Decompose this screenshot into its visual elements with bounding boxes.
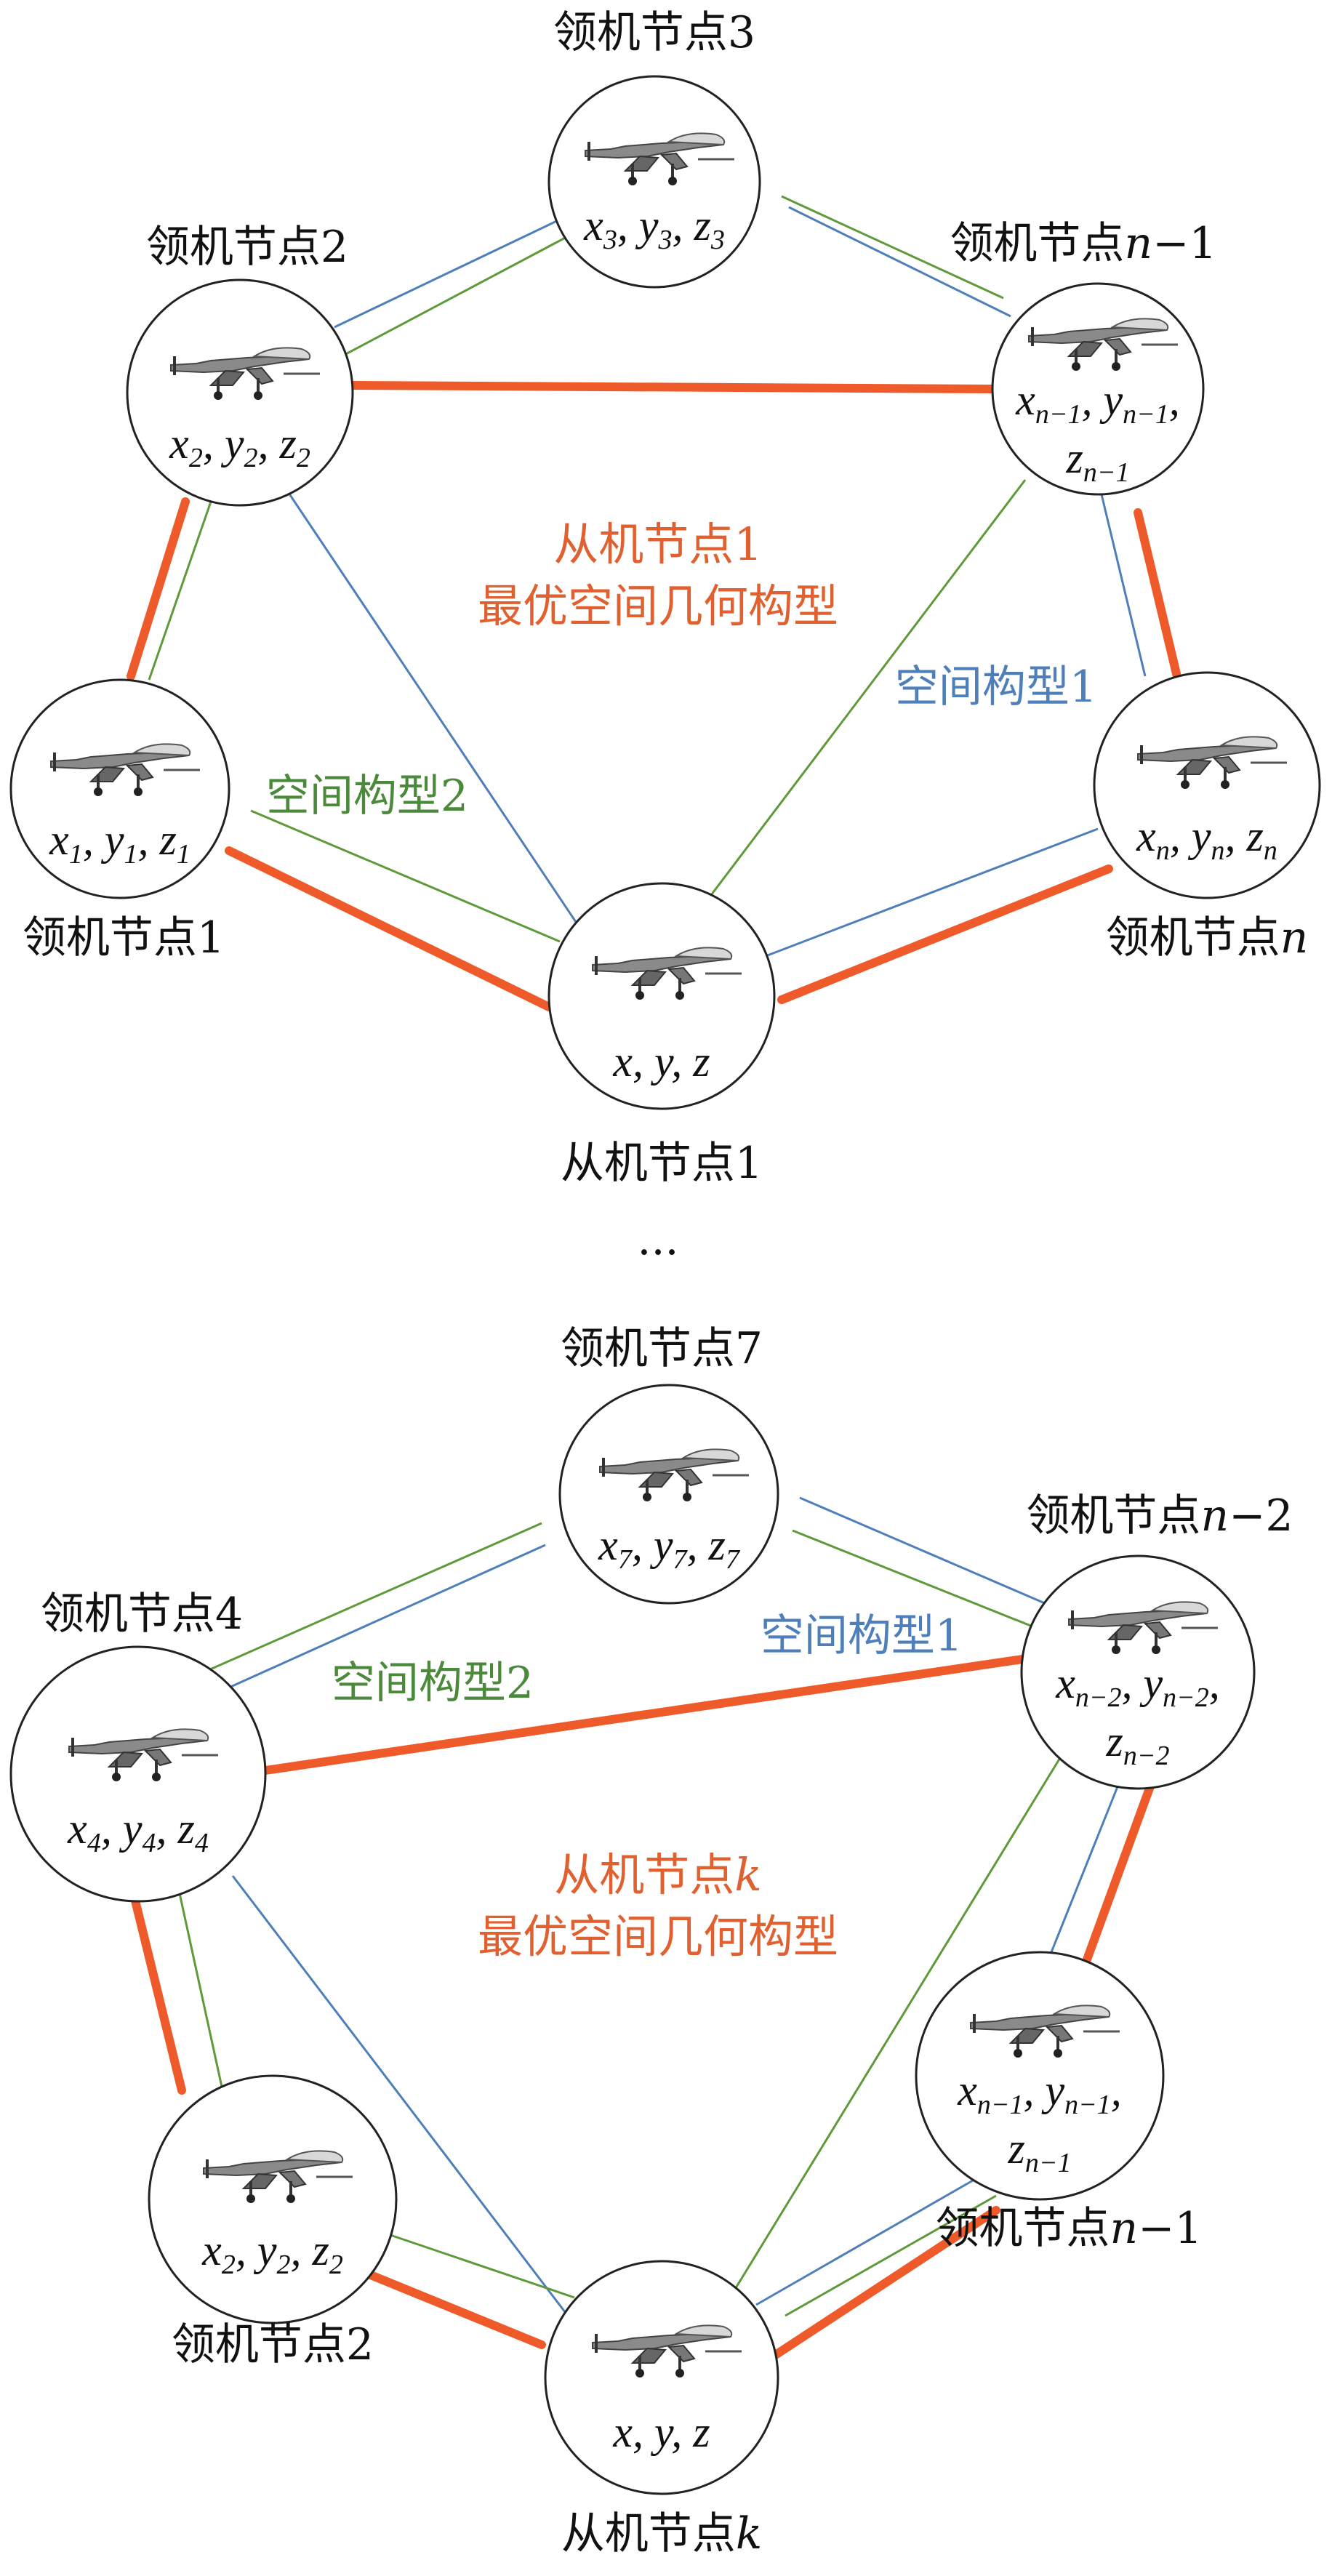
optimal-edges xyxy=(130,1653,1160,2360)
node-slave-k: x, y, z xyxy=(544,2260,779,2495)
label-lead2: 领机节点2 xyxy=(172,2319,374,2370)
svg-text:x2, y2, z2: x2, y2, z2 xyxy=(169,420,310,473)
optimal-edges xyxy=(127,381,1182,1011)
svg-text:zn−2: zn−2 xyxy=(1105,1717,1169,1771)
svg-text:xn, yn, zn: xn, yn, zn xyxy=(1136,812,1277,866)
optimal-title-line2: 最优空间几何构型 xyxy=(478,1910,838,1963)
node-lead-n-1: xn−1, yn−1, zn−1 xyxy=(991,282,1205,496)
svg-text:x3, y3, z3: x3, y3, z3 xyxy=(583,201,725,255)
label-slave-k: 从机节点k xyxy=(561,2508,762,2559)
label-lead3: 领机节点3 xyxy=(553,7,755,58)
label-lead4: 领机节点4 xyxy=(41,1589,243,1640)
label-lead-n-1: 领机节点n−1 xyxy=(935,2203,1202,2254)
node-lead3: x3, y3, z3 xyxy=(547,75,761,289)
svg-text:x1, y1, z1: x1, y1, z1 xyxy=(49,816,190,870)
label-lead-n-2: 领机节点n−2 xyxy=(1026,1490,1293,1541)
ellipsis: ... xyxy=(637,1214,678,1265)
node-slave1: x, y, z xyxy=(547,882,776,1110)
label-lead7: 领机节点7 xyxy=(561,1323,763,1374)
label-lead-n: 领机节点n xyxy=(1106,912,1309,963)
config2-label: 空间构型2 xyxy=(266,771,468,822)
config1-edges xyxy=(214,1496,1121,2335)
node-lead2: x2, y2, z2 xyxy=(126,278,354,507)
node-lead-n-2: xn−2, yn−2, zn−2 xyxy=(1020,1554,1256,1790)
node-lead4: x4, y4, z4 xyxy=(9,1645,267,1903)
node-lead7: x7, y7, z7 xyxy=(558,1384,779,1605)
config2-label: 空间构型2 xyxy=(332,1658,534,1709)
svg-text:x, y, z: x, y, z xyxy=(612,1038,710,1086)
node-lead1: x1, y1, z1 xyxy=(9,678,230,899)
config2-edges xyxy=(177,1522,1074,2317)
config1-label: 空间构型1 xyxy=(761,1610,963,1661)
optimal-title-line1: 从机节点k xyxy=(554,1848,762,1901)
config1-edges xyxy=(278,206,1147,961)
config1-label: 空间构型1 xyxy=(895,662,1097,713)
svg-text:x, y, z: x, y, z xyxy=(612,2408,710,2456)
label-lead1: 领机节点1 xyxy=(23,912,225,963)
node-lead-n-1: xn−1, yn−1, zn−1 xyxy=(915,1951,1165,2201)
label-lead-n-1: 领机节点n−1 xyxy=(950,218,1216,269)
config2-edges xyxy=(148,195,1027,943)
top-diagram: x3, y3, z3 x2, y2, z2 xn−1, yn−1, zn−1 x… xyxy=(9,7,1321,1189)
bottom-diagram: x7, y7, z7 xn−2, yn−2, zn−2 x4, y4, z4 x… xyxy=(9,1323,1293,2559)
optimal-title-line2: 最优空间几何构型 xyxy=(478,579,838,633)
label-slave1: 从机节点1 xyxy=(561,1138,763,1189)
label-lead2: 领机节点2 xyxy=(146,222,348,273)
node-lead-n: xn, yn, zn xyxy=(1093,671,1321,899)
optimal-title-line1: 从机节点1 xyxy=(553,518,762,571)
node-lead2: x2, y2, z2 xyxy=(148,2074,398,2324)
